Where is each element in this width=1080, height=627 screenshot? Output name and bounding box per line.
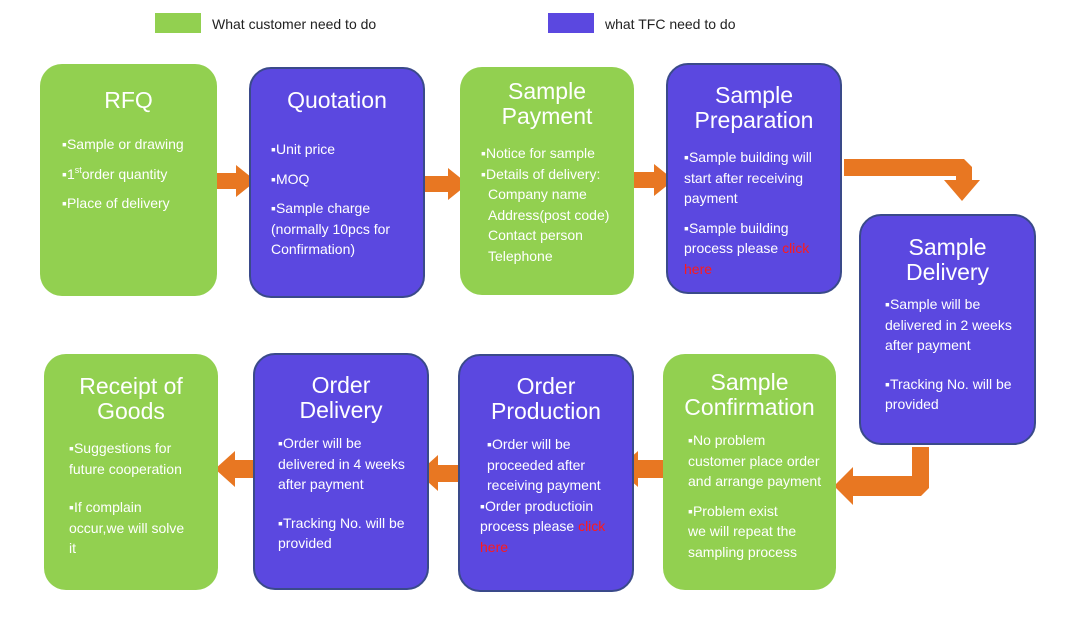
step-sample-preparation-item: ▪Sample building will bbox=[684, 149, 812, 165]
arrow-delivery-to-confirmation bbox=[834, 447, 929, 505]
step-sample-delivery-item: provided bbox=[885, 396, 939, 412]
step-order-production-item: receiving payment bbox=[487, 477, 601, 493]
step-sample-delivery-item: delivered in 2 weeks bbox=[885, 316, 1012, 333]
step-order-delivery-item: after payment bbox=[278, 476, 364, 492]
step-sample-delivery-item: after payment bbox=[885, 337, 971, 353]
step-rfq: RFQ ▪Sample or drawing ▪1storder quantit… bbox=[40, 64, 217, 296]
step-sample-payment-item: Contact person bbox=[488, 227, 583, 243]
order-production-here-link[interactable]: here bbox=[480, 538, 509, 555]
step-quotation-item: (normally 10pcs for bbox=[271, 220, 391, 237]
step-sample-preparation-item: here bbox=[684, 259, 812, 280]
step-order-production-item: ▪Order productioin bbox=[480, 497, 594, 514]
step-sample-confirmation-item: ▪Problem exist bbox=[688, 502, 778, 519]
step-sample-confirmation-item: ▪No problem bbox=[688, 432, 766, 448]
step-sample-preparation-item: process please click bbox=[684, 240, 810, 256]
step-receipt-of-goods-item: occur,we will solve bbox=[69, 519, 185, 536]
step-sample-preparation-item: start after receiving bbox=[684, 169, 804, 186]
legend-tfc-swatch bbox=[548, 13, 594, 33]
step-rfq-item: ▪1storder quantity bbox=[62, 164, 168, 182]
legend-customer-swatch bbox=[155, 13, 201, 33]
legend-customer-label: What customer need to do bbox=[212, 16, 377, 32]
step-quotation-item: ▪Unit price bbox=[271, 141, 336, 157]
arrow-production-to-delivery bbox=[418, 455, 465, 491]
step-receipt-of-goods-item: ▪Suggestions for bbox=[69, 440, 172, 456]
step-rfq-item: ▪Sample or drawing bbox=[62, 136, 184, 152]
step-order-production-item: ▪Order will be bbox=[487, 436, 571, 452]
step-sample-delivery-item: ▪Sample will be bbox=[885, 296, 981, 312]
step-sample-delivery-item: ▪Tracking No. will be bbox=[885, 375, 1012, 392]
step-sample-confirmation-item: and arrange payment bbox=[688, 473, 822, 489]
step-order-delivery-item: delivered in 4 weeks bbox=[278, 455, 405, 472]
step-quotation-item: ▪MOQ bbox=[271, 170, 310, 187]
arrow-delivery-to-receipt bbox=[215, 451, 260, 487]
step-quotation-title: Quotation bbox=[287, 87, 387, 113]
step-quotation: Quotation ▪Unit price ▪MOQ ▪Sample charg… bbox=[249, 67, 425, 298]
step-sample-payment-item: ▪Notice for sample bbox=[481, 145, 595, 161]
step-order-production-item: proceeded after bbox=[487, 456, 586, 473]
step-order-production-item: here bbox=[480, 537, 605, 558]
order-production-click-link[interactable]: click bbox=[578, 518, 606, 534]
step-sample-payment-item: ▪Details of delivery: bbox=[481, 165, 601, 182]
step-receipt-of-goods-item: ▪If complain bbox=[69, 499, 142, 515]
arrow-rfq-to-quotation bbox=[206, 165, 256, 197]
step-sample-payment-item: Company name bbox=[488, 186, 587, 202]
step-receipt-of-goods-item: future cooperation bbox=[69, 460, 182, 477]
step-sample-preparation-item: payment bbox=[684, 190, 738, 206]
arrow-preparation-to-delivery bbox=[844, 159, 980, 201]
step-sample-confirmation-item: sampling process bbox=[688, 543, 797, 560]
step-sample-confirmation-item: we will repeat the bbox=[688, 523, 797, 539]
step-order-delivery-item: provided bbox=[278, 535, 332, 551]
step-sample-confirmation-item: customer place order bbox=[688, 452, 820, 469]
arrow-payment-to-preparation bbox=[622, 164, 674, 196]
arrow-quotation-to-payment bbox=[416, 168, 468, 200]
sample-preparation-here-link[interactable]: here bbox=[684, 260, 713, 277]
step-sample-preparation-item: ▪Sample building bbox=[684, 219, 789, 236]
step-sample-payment-item: Telephone bbox=[488, 247, 553, 264]
step-rfq-item: ▪Place of delivery bbox=[62, 195, 170, 211]
step-sample-payment-item: Address(post code) bbox=[488, 206, 610, 223]
sample-preparation-click-link[interactable]: click bbox=[782, 240, 810, 256]
step-receipt-of-goods-item: it bbox=[69, 540, 76, 556]
step-order-production-item: process please click bbox=[480, 518, 606, 534]
step-quotation-item: Confirmation) bbox=[271, 241, 356, 257]
step-order-delivery-item: ▪Order will be bbox=[278, 435, 362, 451]
legend-tfc-label: what TFC need to do bbox=[605, 16, 736, 32]
step-quotation-item: ▪Sample charge bbox=[271, 200, 371, 216]
step-rfq-title: RFQ bbox=[104, 87, 153, 113]
step-order-delivery-item: ▪Tracking No. will be bbox=[278, 514, 405, 531]
